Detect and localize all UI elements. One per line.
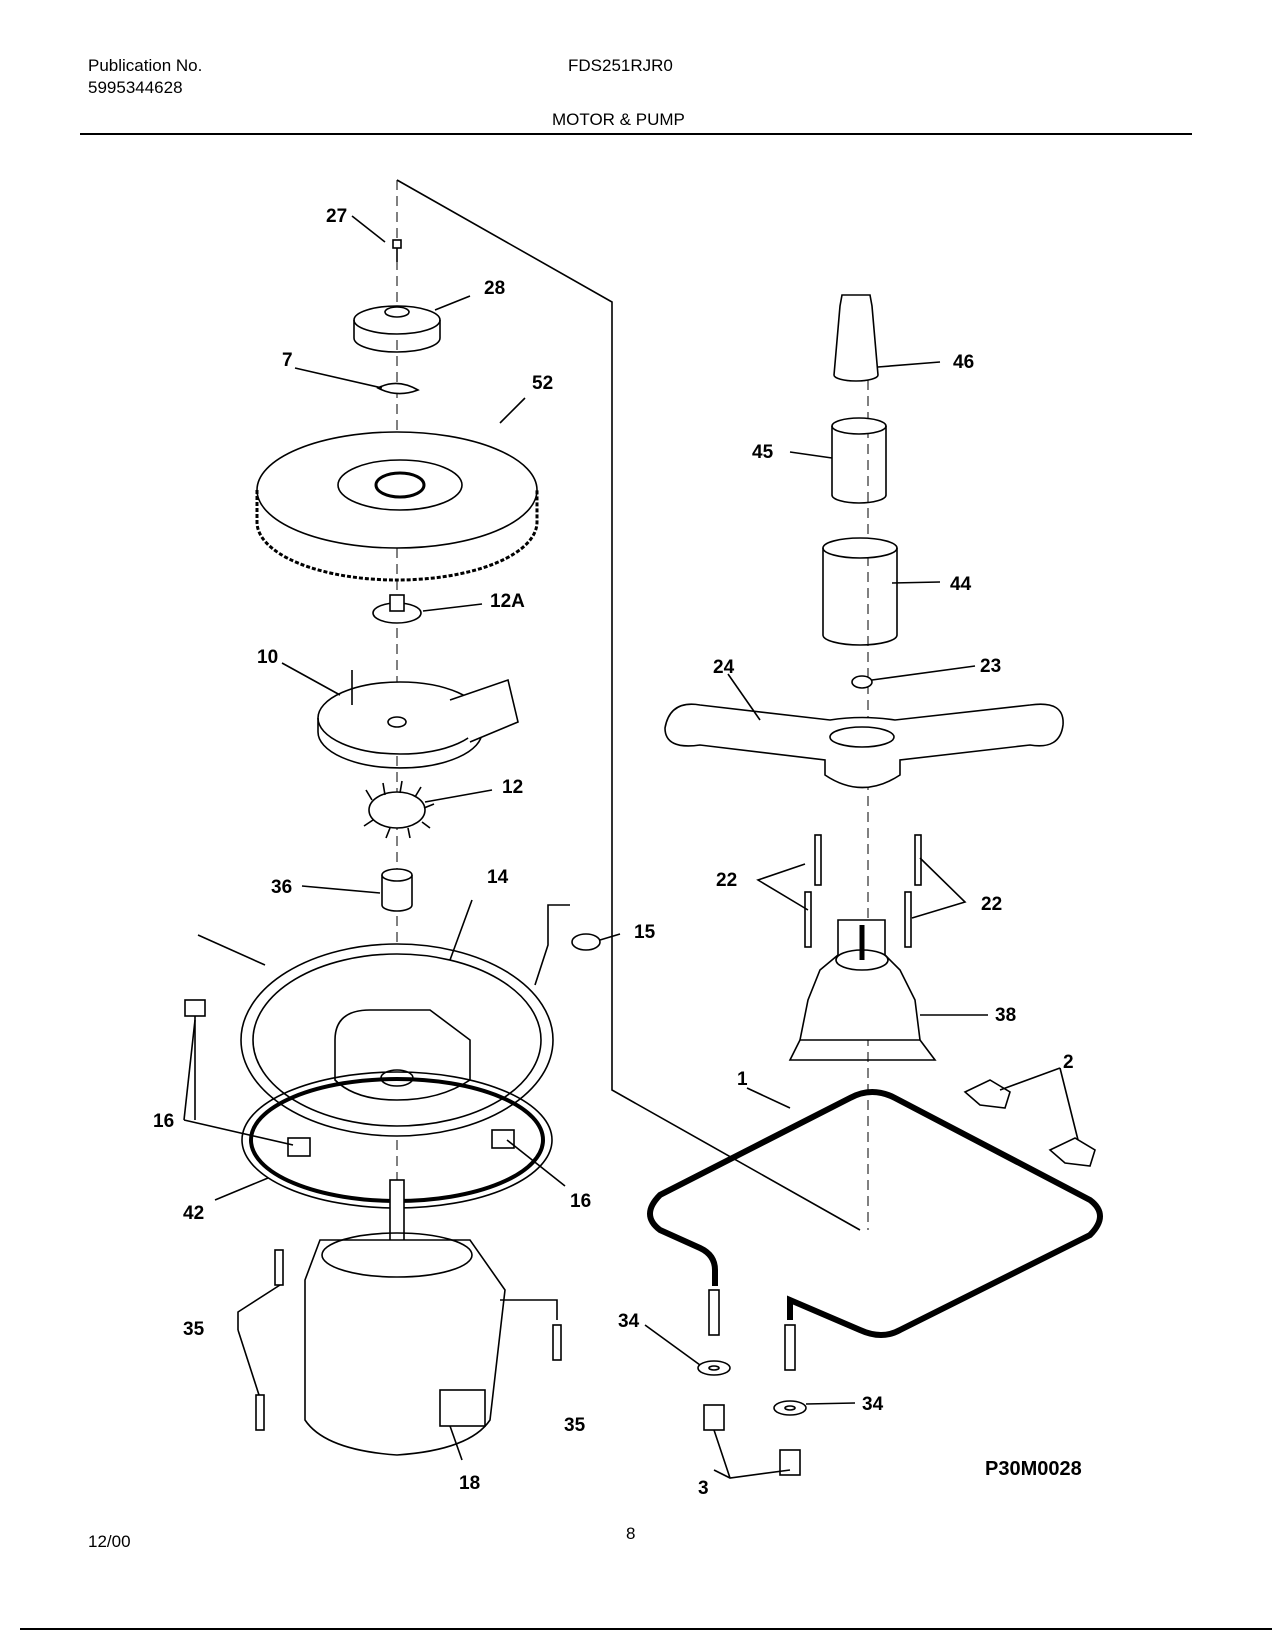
footer-page-number: 8 — [626, 1524, 636, 1543]
callout-16-right: 16 — [570, 1191, 591, 1212]
part-23-nut — [851, 675, 873, 689]
part-45-tube — [831, 417, 887, 504]
callout-27: 27 — [326, 206, 347, 227]
callout-52: 52 — [532, 373, 553, 394]
heater-terminals — [708, 1289, 796, 1371]
callout-38: 38 — [995, 1005, 1016, 1026]
publication-label: Publication No. — [88, 56, 203, 75]
part-16-bracket-right — [491, 1129, 515, 1149]
callout-35-right: 35 — [564, 1415, 586, 1436]
assembly-connector-line — [396, 179, 861, 1231]
part-36-seal — [381, 868, 413, 912]
drawing-number: P30M0028 — [985, 1458, 1082, 1480]
callout-22-left: 22 — [716, 870, 737, 891]
part-12A-washer — [372, 594, 422, 624]
part-44-tube — [822, 537, 898, 646]
callout-16-left: 16 — [153, 1111, 174, 1132]
callout-10: 10 — [257, 647, 278, 668]
header-rule — [80, 133, 1192, 135]
callout-2: 2 — [1063, 1052, 1074, 1073]
part-16-bracket-mid — [287, 1137, 311, 1157]
part-16-bracket-left — [184, 999, 206, 1017]
part-28-cap — [353, 305, 441, 353]
callout-35-left: 35 — [183, 1319, 205, 1340]
part-27-screw — [392, 239, 402, 262]
part-24-spray-arm — [664, 703, 1064, 789]
part-12-impeller — [363, 780, 435, 839]
footer-date: 12/00 — [88, 1532, 131, 1551]
part-22-screws — [756, 834, 967, 948]
callout-3: 3 — [698, 1478, 709, 1499]
part-1-heater — [647, 1089, 1103, 1338]
callout-18: 18 — [459, 1473, 480, 1494]
part-14-sump — [240, 904, 570, 1137]
part-15-clip — [571, 933, 601, 951]
callout-1: 1 — [737, 1069, 748, 1090]
publication-number: 5995344628 — [88, 78, 183, 97]
callout-45: 45 — [752, 442, 774, 463]
section-title: MOTOR & PUMP — [552, 110, 685, 129]
callout-36: 36 — [271, 877, 292, 898]
callout-22-right: 22 — [981, 894, 1002, 915]
callout-12: 12 — [502, 777, 523, 798]
part-18-motor — [304, 1232, 506, 1456]
callout-34-left: 34 — [618, 1311, 640, 1332]
footer-rule — [20, 1628, 1272, 1630]
callout-12a: 12A — [490, 591, 525, 612]
model-number: FDS251RJR0 — [568, 56, 673, 75]
callout-14: 14 — [487, 867, 509, 888]
callout-7: 7 — [282, 350, 293, 371]
part-35-screws — [237, 1249, 562, 1431]
part-52-gear — [255, 431, 539, 582]
part-7-clip — [376, 382, 420, 395]
callout-44: 44 — [950, 574, 972, 595]
callout-15: 15 — [634, 922, 656, 943]
callout-28: 28 — [484, 278, 505, 299]
part-46-tube — [833, 294, 879, 382]
part-38-hub — [788, 919, 937, 1061]
callout-23: 23 — [980, 656, 1001, 677]
part-34-washers — [697, 1360, 807, 1416]
part-3-nuts — [703, 1404, 801, 1476]
callout-46: 46 — [953, 352, 974, 373]
part-2-brackets — [963, 1079, 1096, 1167]
callout-24: 24 — [713, 657, 735, 678]
callout-42: 42 — [183, 1203, 204, 1224]
callout-34-right: 34 — [862, 1394, 884, 1415]
part-10-pump-housing — [317, 670, 519, 769]
